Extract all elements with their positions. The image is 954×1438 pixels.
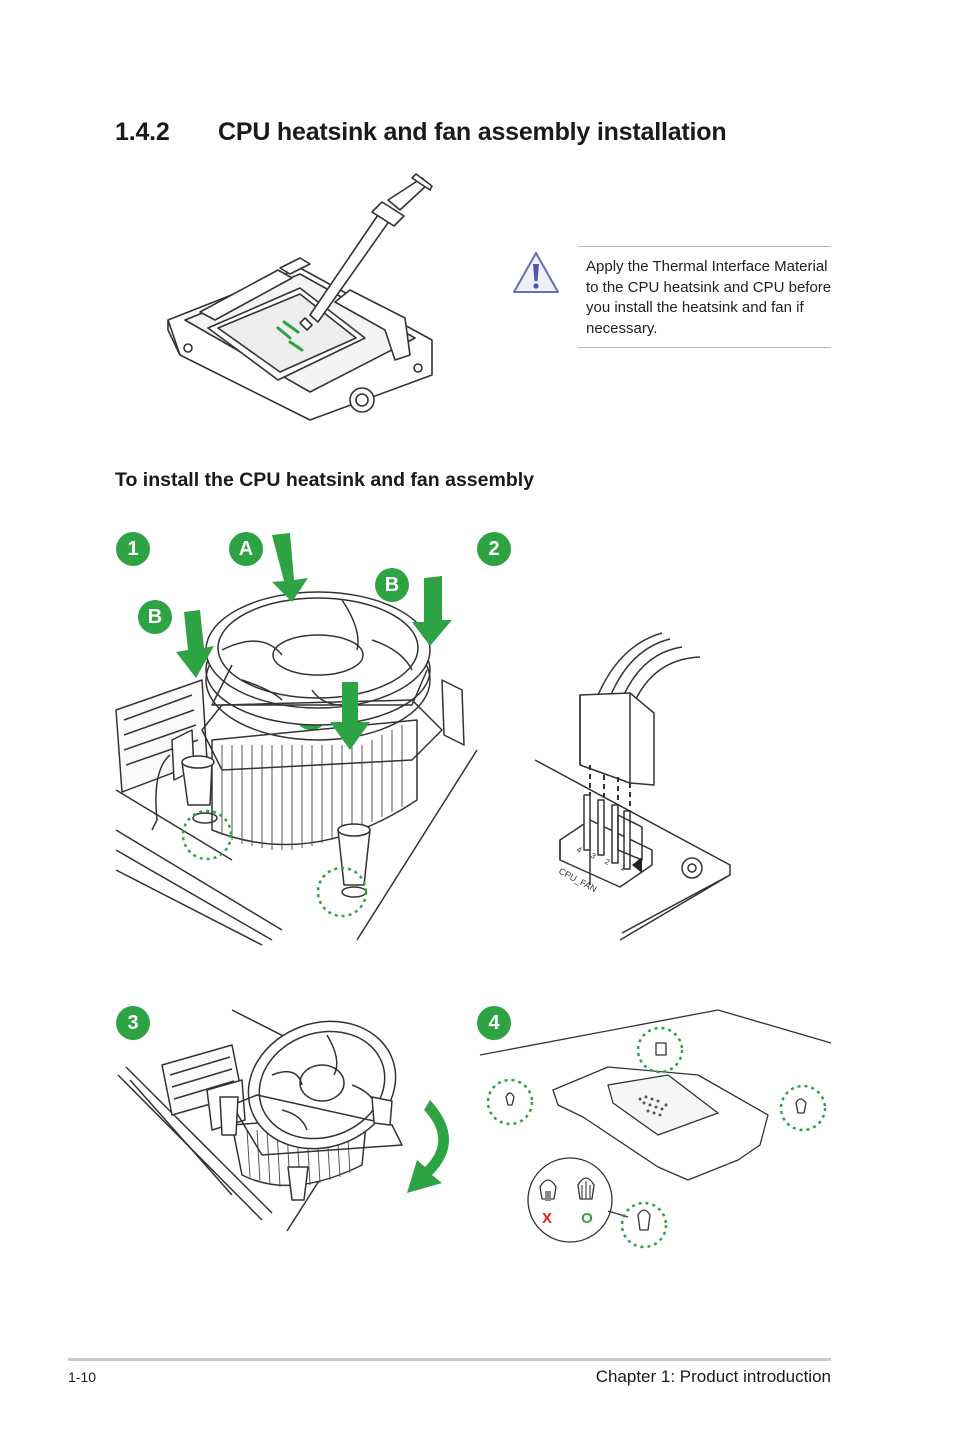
thermal-paste-illustration [167, 173, 433, 421]
warning-triangle-icon [513, 252, 559, 293]
section-number: 1.4.2 [115, 118, 170, 146]
pin-label-1: 1 [619, 863, 628, 873]
fastener-rotation-illustration [117, 1009, 450, 1232]
page-number: 1-10 [68, 1369, 97, 1385]
procedure-heading: To install the CPU heatsink and fan asse… [115, 469, 534, 491]
callout-a-top: A [229, 532, 263, 566]
footer-rule [68, 1358, 831, 1361]
note-text: Apply the Thermal Interface Material to … [586, 258, 832, 337]
fastener-check-illustration: X O [479, 1009, 832, 1249]
section-title: 1.4.2 CPU heatsink and fan assembly insta… [115, 118, 727, 147]
step-badge-3: 3 [116, 1006, 150, 1040]
pin-label-4: 4 [575, 845, 584, 855]
step-badge-1: 1 [116, 532, 150, 566]
wrong-mark: X [542, 1210, 552, 1227]
pin-label-2: 2 [603, 857, 612, 867]
heatsink-placement-illustration [115, 533, 478, 946]
right-mark: O [581, 1210, 593, 1227]
callout-b-right: B [375, 568, 409, 602]
section-title-text: CPU heatsink and fan assembly installati… [218, 118, 727, 146]
cpu-fan-connector-illustration: CPU_FAN 4 3 2 1 [534, 632, 731, 941]
pin-label-3: 3 [589, 851, 598, 861]
callout-b-left: B [138, 600, 172, 634]
note-box: Apply the Thermal Interface Material to … [578, 246, 831, 348]
step-badge-2: 2 [477, 532, 511, 566]
chapter-title: Chapter 1: Product introduction [595, 1367, 831, 1386]
step-badge-4: 4 [477, 1006, 511, 1040]
